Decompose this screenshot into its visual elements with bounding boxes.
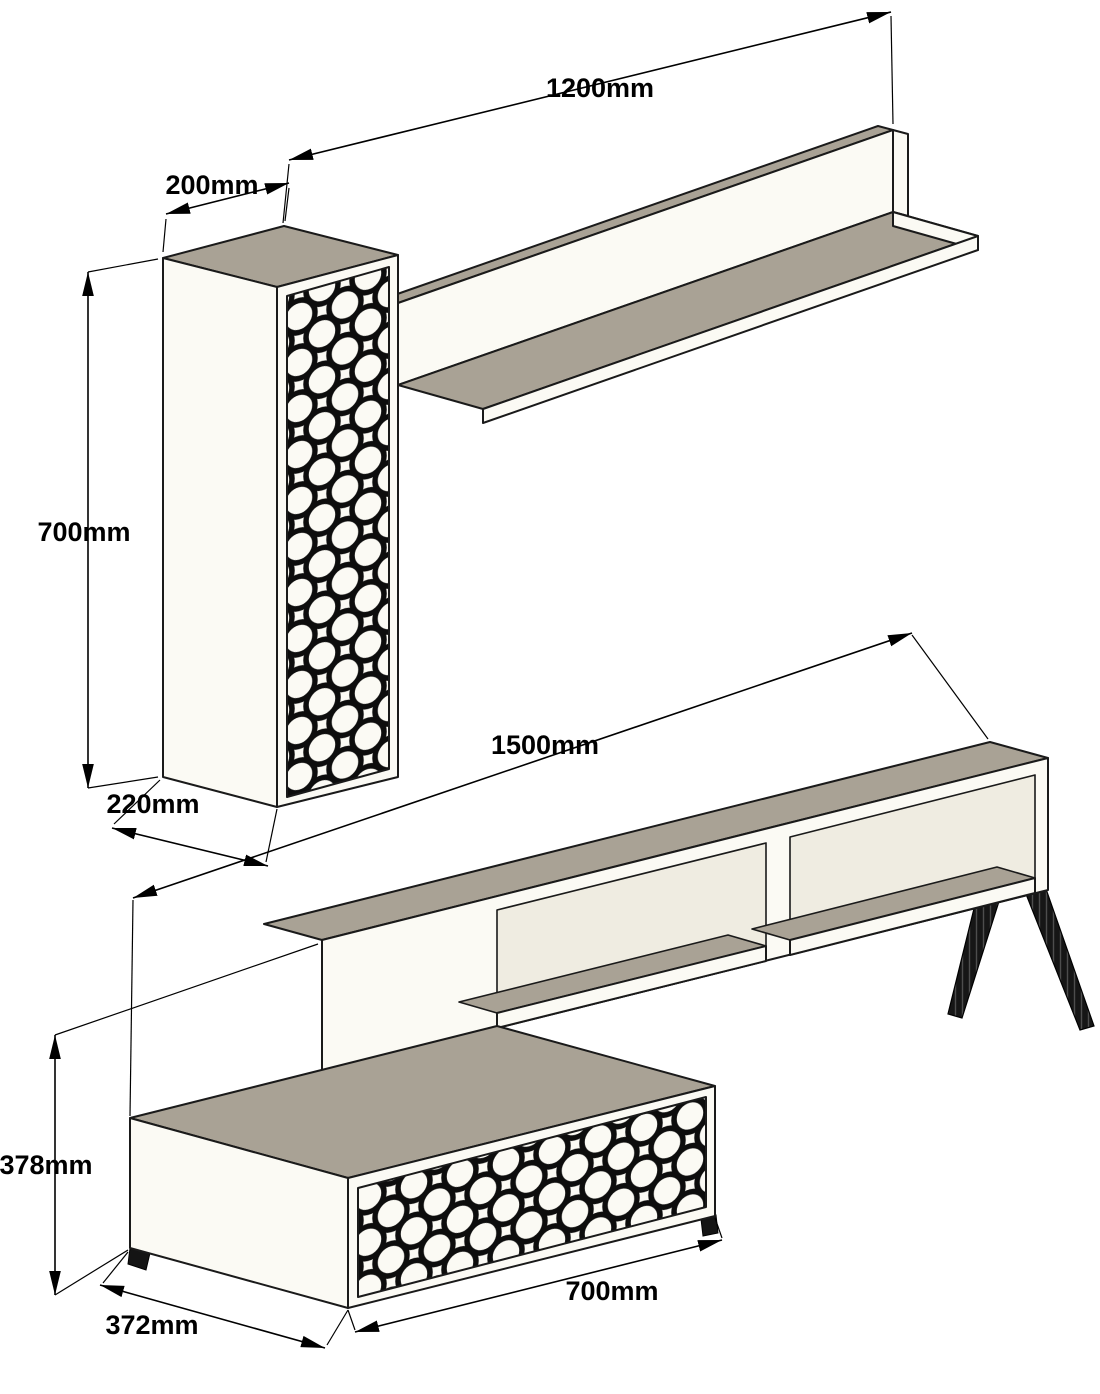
extension-line — [347, 1309, 356, 1331]
dim-label-shelf-length: 1200mm — [546, 73, 654, 103]
wall-cabinet-side — [162, 257, 278, 808]
dim-label-stand-depth: 372mm — [105, 1310, 198, 1340]
tv-stand-drawer-box — [127, 1025, 719, 1309]
wall-shelf — [382, 125, 979, 424]
extension-line — [265, 808, 278, 863]
tv-stand: 1500mm 378mm 372mm 700mm — [0, 632, 1095, 1349]
dimension-line-stand-length — [132, 632, 913, 899]
dim-label-cabinet-depth: 220mm — [106, 789, 199, 819]
wall-cabinet — [162, 225, 399, 808]
wall-shelf-front-edge — [482, 235, 979, 424]
dim-label-drawer-width: 700mm — [565, 1276, 658, 1306]
extension-line — [911, 634, 989, 740]
extension-line — [54, 943, 319, 1036]
extension-line — [714, 1217, 723, 1239]
extension-line — [326, 1309, 349, 1346]
extension-line — [87, 776, 159, 789]
dim-label-stand-length: 1500mm — [491, 730, 599, 760]
dimension-line-stand-depth — [99, 1284, 326, 1349]
extension-line — [890, 15, 894, 125]
trellis-pattern-panel-cabinet — [286, 266, 390, 798]
tv-stand-dimensions: 1500mm 378mm 372mm 700mm — [0, 632, 989, 1349]
tv-stand-upper-box — [263, 741, 1049, 1073]
tv-stand-leg — [1021, 883, 1095, 1031]
dim-label-cabinet-height: 700mm — [37, 517, 130, 547]
compartment-shelf-edge — [496, 945, 767, 1029]
extension-line — [87, 258, 159, 273]
extension-line — [162, 218, 167, 253]
extension-line — [54, 1249, 129, 1296]
dimension-line-cabinet-width — [165, 182, 290, 215]
dim-label-stand-height: 378mm — [0, 1150, 93, 1180]
dim-label-cabinet-width: 200mm — [165, 170, 258, 200]
wall-shelf-backboard-end — [892, 129, 909, 217]
extension-line — [102, 1251, 129, 1284]
dimension-line-shelf-length — [288, 11, 892, 161]
dimension-line-drawer-width — [354, 1239, 723, 1333]
compartment-shelf-edge — [789, 877, 1036, 956]
